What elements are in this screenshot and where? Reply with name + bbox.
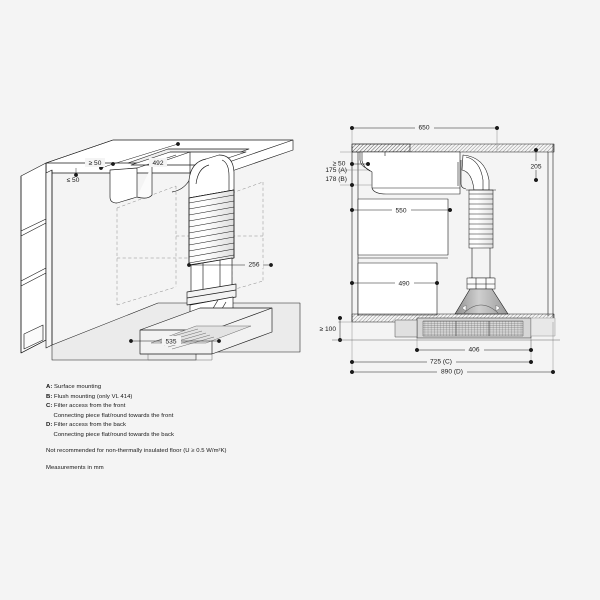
legend-text-d-sub: Connecting piece flat/round towards the … bbox=[53, 431, 174, 438]
sec-dim-ge-100: ≥ 100 bbox=[320, 326, 337, 333]
legend-spacer-2 bbox=[46, 457, 346, 464]
section-floor-unit bbox=[394, 317, 556, 339]
sec-dim-178-b: 178 (B) bbox=[325, 176, 347, 183]
section-wall-right bbox=[547, 144, 554, 322]
legend-text-c-sub: Connecting piece flat/round towards the … bbox=[53, 412, 174, 419]
sec-dim-406: 406 bbox=[468, 347, 479, 354]
legend-text-c: Filter access from the front bbox=[54, 403, 126, 410]
sec-dim-490: 490 bbox=[398, 281, 409, 288]
sec-dim-725-c: 725 (C) bbox=[430, 359, 452, 366]
iso-dim-ge-50: ≥ 50 bbox=[89, 160, 102, 167]
iso-dim-le-50: ≤ 50 bbox=[67, 177, 80, 184]
duct-collar-iso bbox=[186, 283, 237, 306]
flexible-duct-iso bbox=[188, 189, 235, 266]
legend-units: Measurements in mm bbox=[46, 464, 104, 471]
sec-dim-205: 205 bbox=[530, 164, 541, 171]
section-view: 650 ≥ 50 175 (A) 178 (B) 205 550 490 ≥ 1… bbox=[320, 122, 560, 376]
iso-dim-492: 492 bbox=[152, 160, 163, 167]
sec-dim-175-a: 175 (A) bbox=[325, 167, 347, 174]
legend-item-a: A: Surface mounting bbox=[46, 383, 346, 393]
legend-key-a: A: bbox=[46, 384, 53, 390]
base-cabinet bbox=[20, 162, 53, 354]
legend-item-d-sub: Connecting piece flat/round towards the … bbox=[46, 431, 346, 441]
section-worktop bbox=[351, 143, 555, 153]
section-hood-canopy bbox=[359, 151, 461, 195]
legend-key-c: C: bbox=[46, 403, 53, 410]
sec-dim-550: 550 bbox=[395, 208, 406, 215]
legend-text-d: Filter access from the back bbox=[54, 422, 127, 429]
legend-note: Not recommended for non-thermally insula… bbox=[46, 448, 227, 455]
iso-dim-535: 535 bbox=[165, 339, 176, 346]
sec-dim-890-d: 890 (D) bbox=[441, 369, 463, 376]
legend-item-d: D: Filter access from the back bbox=[46, 421, 346, 431]
sec-dim-650: 650 bbox=[418, 125, 429, 132]
section-duct-elbow bbox=[457, 154, 490, 191]
isometric-view: 492 ≥ 50 ≤ 50 256 535 bbox=[20, 139, 301, 361]
legend-item-c: C: Filter access from the front bbox=[46, 402, 346, 412]
iso-dim-256: 256 bbox=[248, 262, 259, 269]
section-cabinet-body bbox=[357, 198, 449, 316]
legend-key-b: B: bbox=[46, 393, 53, 400]
legend-text-a: Surface mounting bbox=[54, 384, 102, 390]
sec-dim-ge-50: ≥ 50 bbox=[333, 161, 346, 168]
section-flexible-duct bbox=[466, 189, 496, 249]
legend-block: A: Surface mounting B: Flush mounting (o… bbox=[46, 383, 346, 474]
section-dimensions bbox=[332, 125, 560, 375]
legend-item-b: B: Flush mounting (only VL 414) bbox=[46, 393, 346, 403]
legend-text-b: Flush mounting (only VL 414) bbox=[54, 393, 133, 400]
legend-item-c-sub: Connecting piece flat/round towards the … bbox=[46, 412, 346, 422]
section-straight-duct bbox=[466, 248, 496, 290]
legend-key-d: D: bbox=[46, 422, 53, 429]
legend-spacer-1 bbox=[46, 440, 346, 447]
